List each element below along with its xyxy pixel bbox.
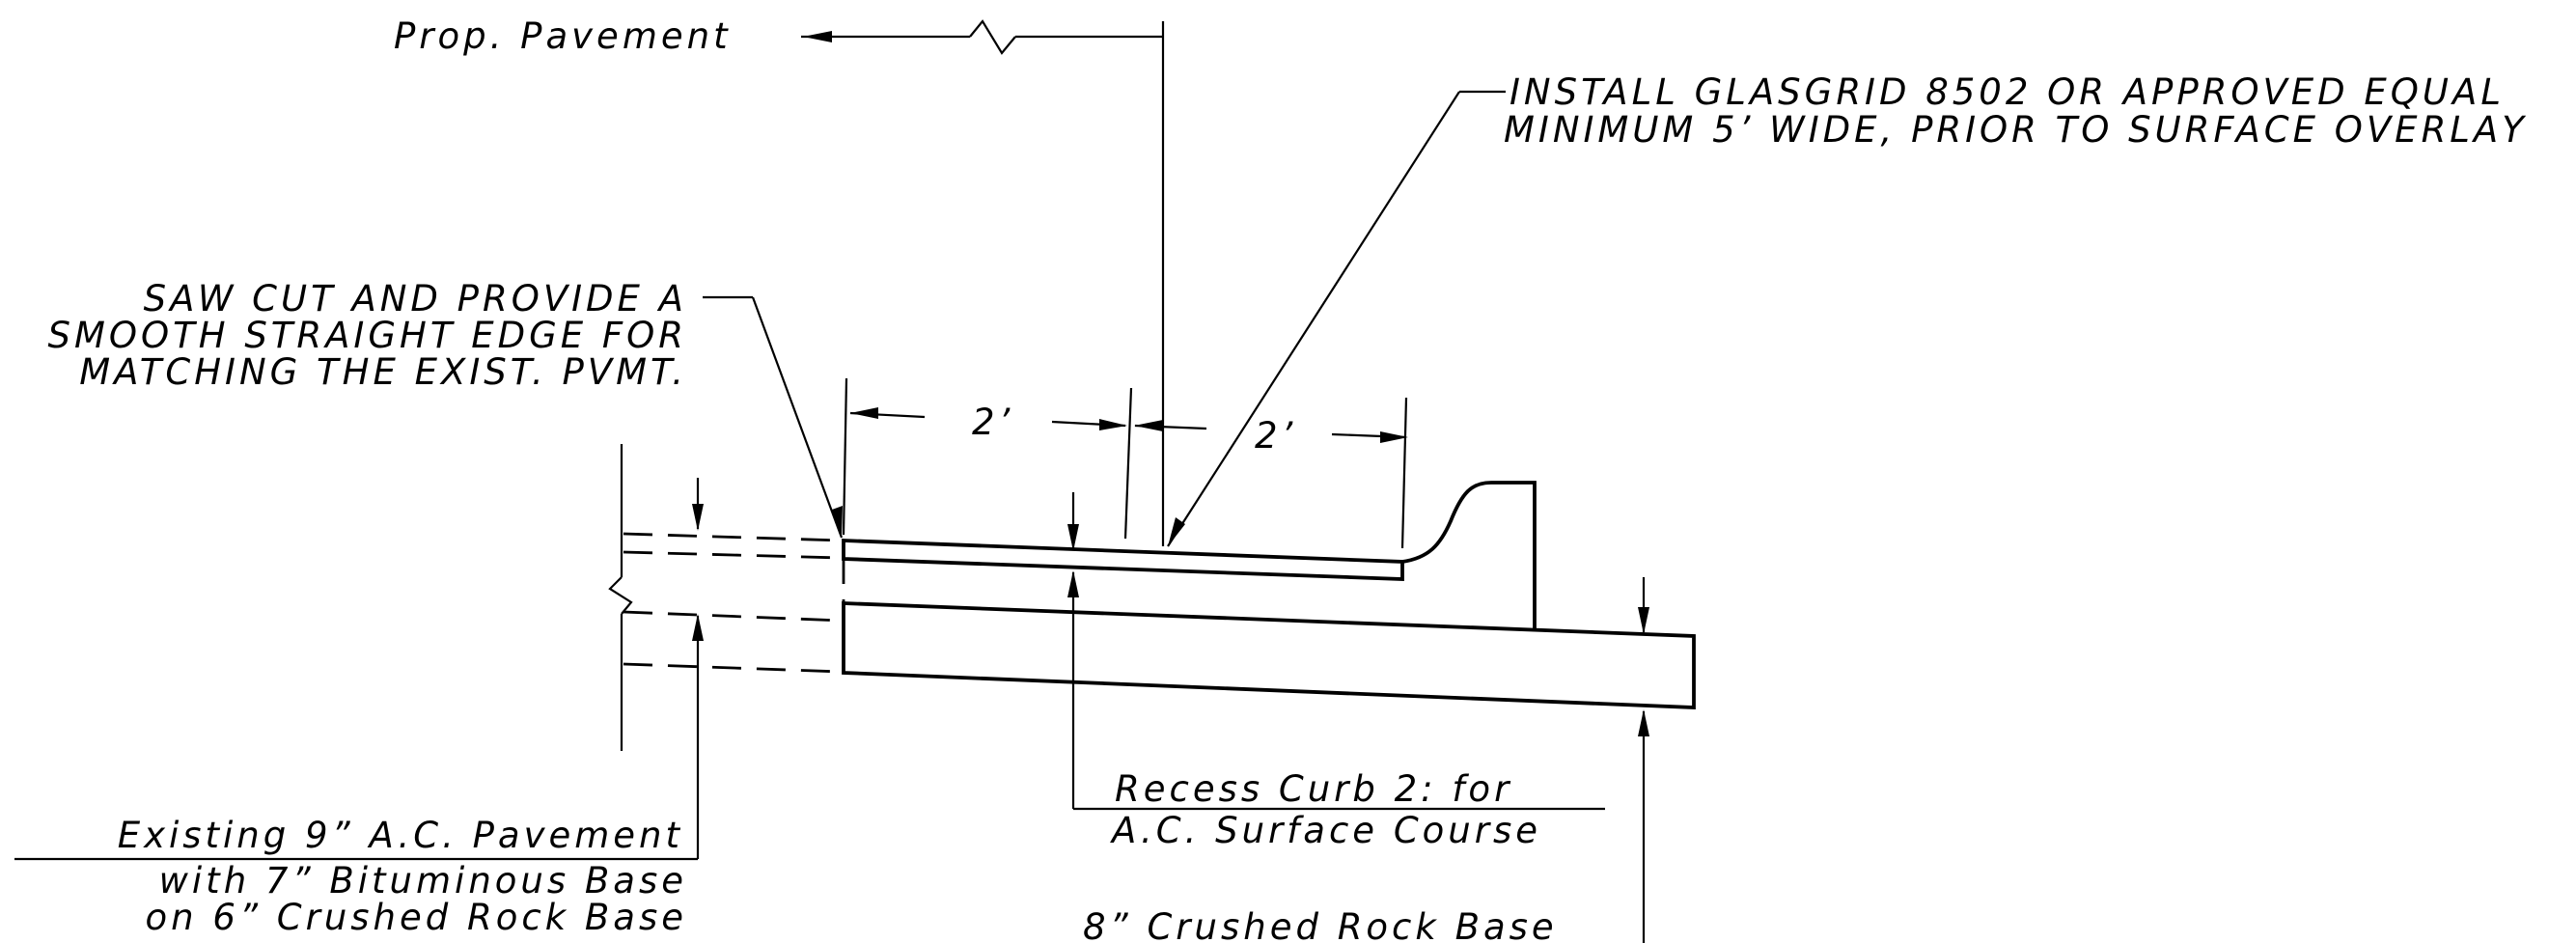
dimension-right-label: 2’ bbox=[1255, 415, 1296, 457]
glasgrid-arrowhead bbox=[1168, 517, 1185, 546]
existing-thickness-arrows bbox=[14, 478, 704, 861]
saw-cut-leader bbox=[703, 295, 844, 539]
dimension-left bbox=[842, 377, 1133, 540]
recess-curb-arrows bbox=[1067, 492, 1605, 811]
glasgrid-leader bbox=[1167, 90, 1506, 547]
saw-cut-arrowhead bbox=[832, 506, 843, 538]
prop-pavement-arrowhead bbox=[803, 31, 832, 42]
crushed-rock-base-block bbox=[842, 601, 1696, 709]
saw-cut-note-line-2: SMOOTH STRAIGHT EDGE FOR bbox=[47, 315, 687, 356]
existing-pavement-edge bbox=[608, 444, 845, 751]
crushed-rock-label: 8” Crushed Rock Base bbox=[1083, 906, 1558, 943]
existing-pavement-note-line-1: Existing 9” A.C. Pavement bbox=[118, 815, 683, 856]
curb bbox=[1401, 481, 1537, 628]
saw-cut-note-line-3: MATCHING THE EXIST. PVMT. bbox=[79, 351, 687, 393]
existing-pavement-note-line-3: on 6” Crushed Rock Base bbox=[145, 897, 687, 938]
recess-curb-note-line-1: Recess Curb 2: for bbox=[1115, 768, 1512, 810]
existing-pavement-note-line-2: with 7” Bituminous Base bbox=[159, 860, 687, 901]
dimension-left-label: 2’ bbox=[972, 402, 1013, 443]
prop-pavement-leader bbox=[801, 19, 1165, 546]
prop-pavement-label: Prop. Pavement bbox=[394, 15, 732, 57]
dimension-right bbox=[1134, 397, 1408, 549]
saw-cut-note-line-1: SAW CUT AND PROVIDE A bbox=[144, 278, 687, 319]
glasgrid-note-line-2: MINIMUM 5’ WIDE, PRIOR TO SURFACE OVERLA… bbox=[1504, 109, 2528, 151]
ac-surface-course bbox=[842, 539, 1404, 581]
glasgrid-note-line-1: INSTALL GLASGRID 8502 OR APPROVED EQUAL bbox=[1510, 71, 2505, 113]
crushed-rock-arrows bbox=[1638, 577, 1649, 943]
recess-curb-note-line-2: A.C. Surface Course bbox=[1110, 810, 1541, 851]
